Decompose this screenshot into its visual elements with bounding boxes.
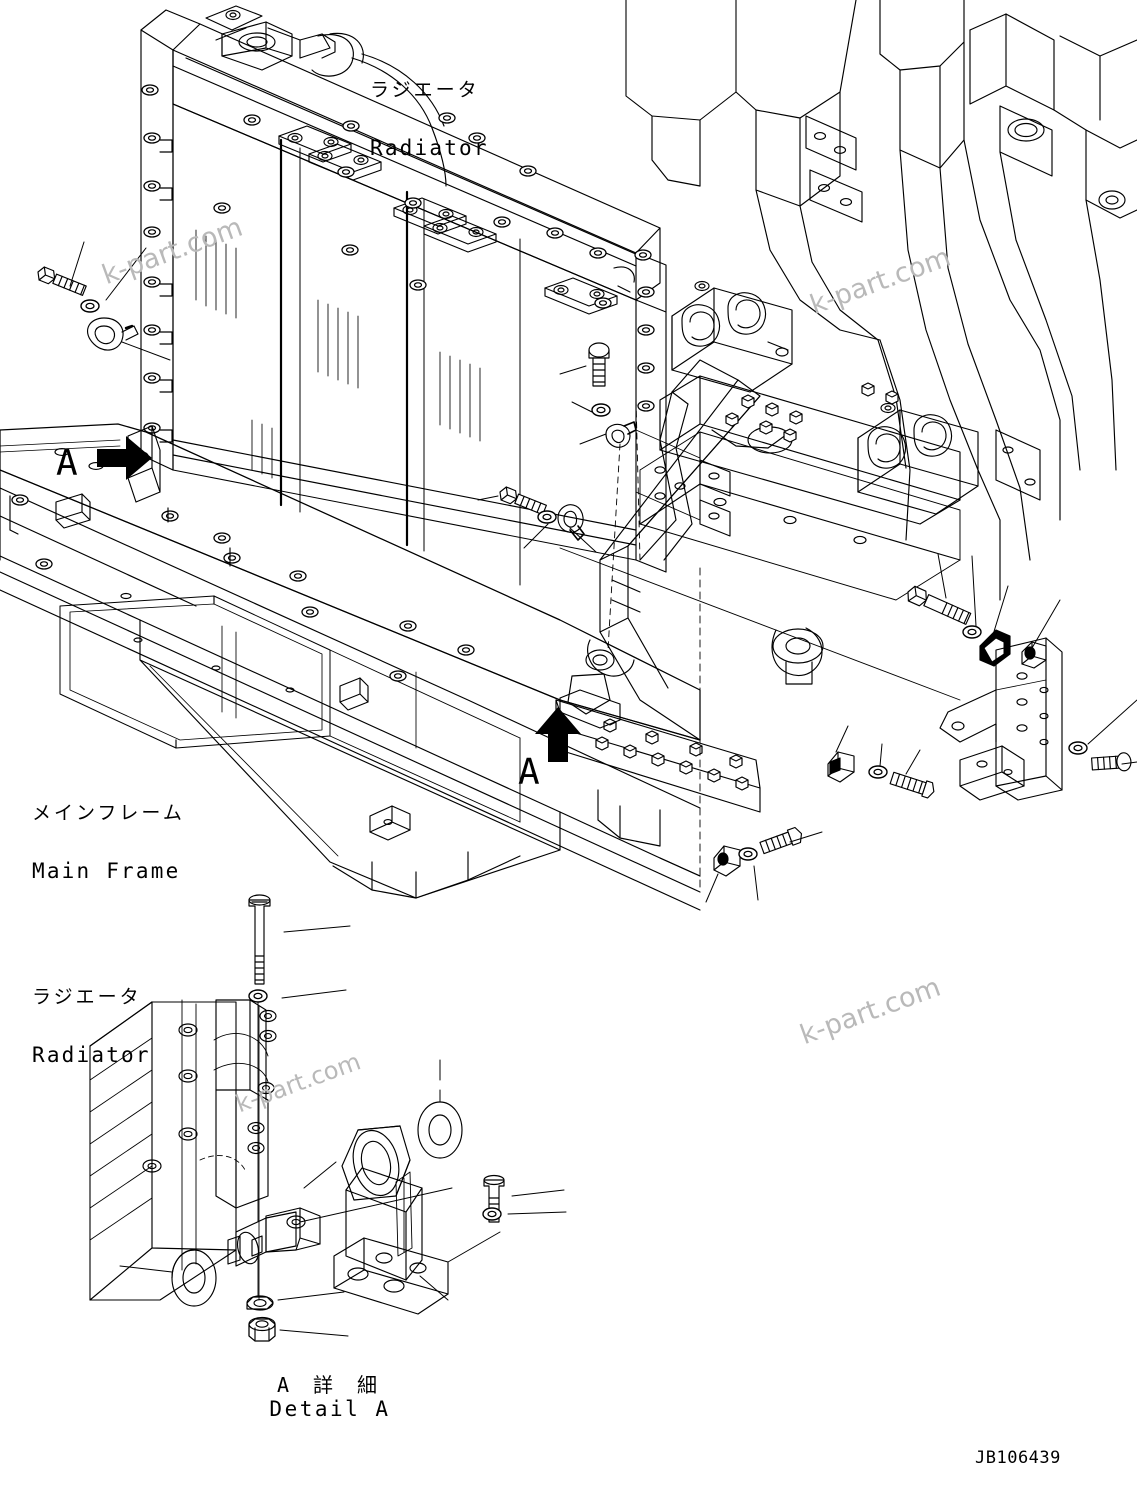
section-arrow-a-right bbox=[97, 436, 152, 480]
hardware-center-group bbox=[477, 342, 641, 651]
section-leader-lines bbox=[559, 547, 961, 891]
right-frame-structure bbox=[625, 0, 1137, 601]
label-radiator-top-jp: ラジエータ bbox=[370, 78, 480, 101]
detail-mount-bracket bbox=[333, 1125, 449, 1315]
detail-rubber-damper bbox=[227, 1207, 321, 1267]
section-mark-a-left: A bbox=[56, 443, 78, 484]
radiator-mount-pads bbox=[278, 125, 618, 315]
engine-mount-blocks bbox=[639, 280, 979, 601]
main-frame-bolt-flange bbox=[555, 699, 761, 813]
label-main-frame-jp: メインフレーム bbox=[32, 801, 185, 824]
detail-a-caption-jp: A 詳 細 bbox=[276, 1373, 384, 1397]
label-radiator-detail-jp: ラジエータ bbox=[32, 985, 142, 1008]
label-radiator-detail-en: Radiator bbox=[32, 1042, 151, 1067]
detail-washer-right bbox=[482, 1207, 502, 1221]
radiator-right-tank-fasteners bbox=[613, 249, 655, 412]
section-mark-a-center: A bbox=[518, 752, 540, 793]
label-radiator-detail: ラジエータ Radiator bbox=[32, 951, 151, 1103]
section-arrow-a-up bbox=[535, 707, 581, 762]
radiator-left-tank-fasteners bbox=[141, 84, 173, 443]
main-frame-structure bbox=[0, 423, 701, 911]
rubber-bumper bbox=[771, 627, 824, 685]
detail-washer-upper-right bbox=[417, 1101, 463, 1159]
detail-a-caption: A 詳 細 Detail A bbox=[240, 1373, 420, 1422]
detail-a-caption-en: Detail A bbox=[269, 1397, 391, 1421]
label-main-frame: メインフレーム Main Frame bbox=[32, 767, 185, 919]
label-radiator-top: ラジエータ Radiator bbox=[370, 44, 489, 196]
hardware-right-group bbox=[705, 553, 1137, 903]
label-radiator-top-en: Radiator bbox=[370, 135, 489, 160]
detail-nuts bbox=[246, 1295, 276, 1342]
drawing-number: JB106439 bbox=[975, 1448, 1061, 1468]
radiator-top-fittings bbox=[205, 5, 447, 187]
detail-washer-left bbox=[171, 1249, 217, 1307]
mounting-bracket-plate bbox=[939, 637, 1063, 801]
detail-long-bolt bbox=[248, 894, 271, 985]
label-main-frame-en: Main Frame bbox=[32, 858, 181, 883]
hardware-left-group bbox=[37, 241, 171, 361]
detail-washer-top bbox=[248, 989, 268, 1003]
